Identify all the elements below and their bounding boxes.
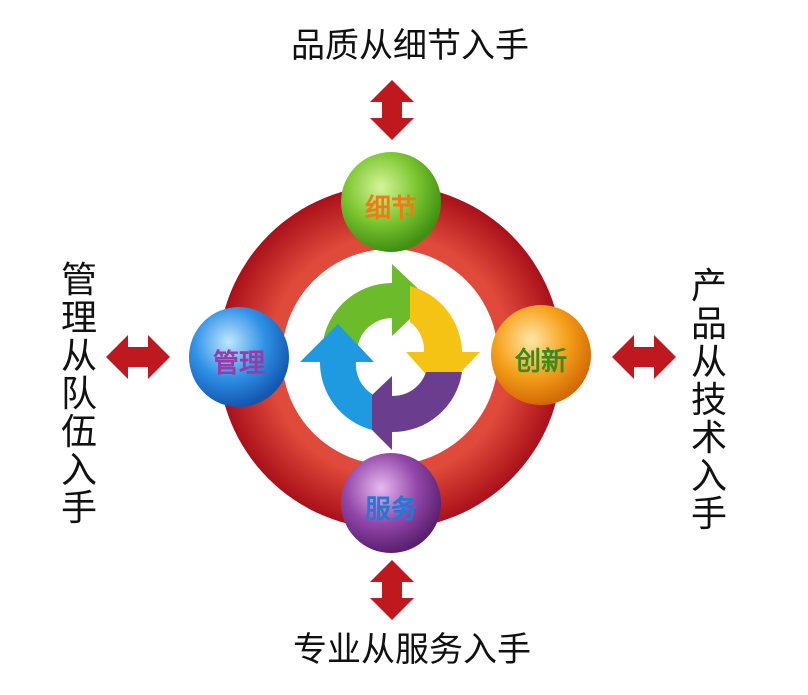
node-label-left: 管理 xyxy=(212,349,265,379)
caption-bottom: 专业从服务入手 xyxy=(293,630,531,670)
cycle-arrow-yellow xyxy=(406,286,480,392)
cycle-arrows xyxy=(300,264,480,450)
double-arrow-top xyxy=(370,80,414,140)
caption-left: 管 理 从 队 伍 入 手 xyxy=(60,260,97,529)
node-label-top: 细节 xyxy=(364,194,417,224)
cycle-arrow-purple xyxy=(354,372,462,450)
node-label-bottom: 服务 xyxy=(364,495,417,525)
caption-top: 品质从细节入手 xyxy=(270,22,550,72)
double-arrow-bottom xyxy=(370,560,414,620)
double-arrow-left xyxy=(106,335,170,379)
node-sphere-left xyxy=(189,307,289,407)
node-label-right: 创新 xyxy=(514,347,567,377)
node-sphere-bottom xyxy=(341,453,441,553)
caption-right: 产 品 从 技 术 入 手 xyxy=(690,266,727,535)
node-sphere-right xyxy=(491,305,591,405)
inner-white-disc xyxy=(282,249,498,465)
node-sphere-top xyxy=(341,152,441,252)
double-arrow-right xyxy=(612,335,676,379)
cycle-arrow-green xyxy=(322,264,430,352)
cycle-arrow-blue xyxy=(300,324,374,430)
